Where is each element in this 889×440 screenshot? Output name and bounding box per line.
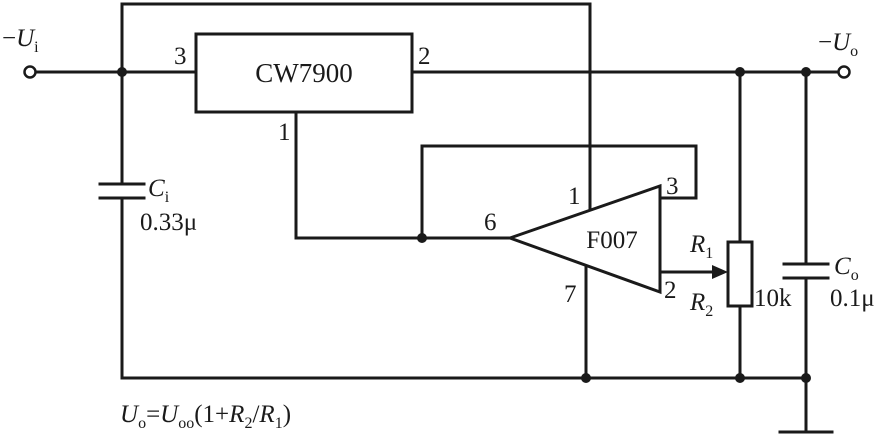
opamp-pin-2: 2: [664, 277, 677, 304]
output-label: −Uo: [818, 29, 858, 60]
junctions: [117, 67, 811, 383]
gain-formula: Uo=Uoo(1+R2/R1): [120, 401, 291, 432]
junction-co-ground: [801, 373, 811, 383]
regulator-pin-gnd: 1: [278, 119, 291, 146]
opamp-triangle: [505, 183, 662, 295]
regulator-pin-out: 2: [418, 43, 431, 70]
capacitor-co: [782, 262, 830, 280]
opamp-pin-1: 1: [568, 183, 581, 210]
potentiometer: [726, 240, 754, 308]
regulator-label: CW7900: [255, 58, 353, 88]
junction-pin6: [417, 233, 427, 243]
opamp-pin-3: 3: [666, 173, 679, 200]
wires: [34, 2, 840, 434]
regulator-box: [194, 32, 414, 114]
junction-pin7-ground: [581, 373, 591, 383]
input-label: −Ui: [2, 25, 39, 56]
junction-input: [117, 67, 127, 77]
opamp-feedback-wire: [420, 144, 698, 240]
junction-co-top: [801, 67, 811, 77]
ci-value: 0.33μ: [140, 209, 197, 236]
co-value: 0.1μ: [830, 285, 875, 312]
output-terminal: [837, 65, 851, 79]
opamp-supply-wire: [120, 2, 592, 212]
r2-label: R2: [689, 289, 713, 320]
junction-pot-ground: [735, 373, 745, 383]
capacitor-ci: [98, 182, 146, 200]
regulator-gnd-wire: [294, 110, 512, 240]
r1-label: R1: [689, 231, 713, 262]
junction-pot-top: [735, 67, 745, 77]
co-symbol: Co: [834, 253, 859, 284]
opamp-pin-7: 7: [564, 281, 577, 308]
opamp-label: F007: [586, 227, 637, 254]
input-terminal: [23, 65, 37, 79]
pot-value: 10k: [754, 285, 792, 312]
regulator-pin-in: 3: [174, 43, 187, 70]
wiper-arrow-icon: [712, 265, 728, 279]
ci-symbol: Ci: [148, 175, 170, 206]
opamp-pin-6: 6: [484, 209, 497, 236]
